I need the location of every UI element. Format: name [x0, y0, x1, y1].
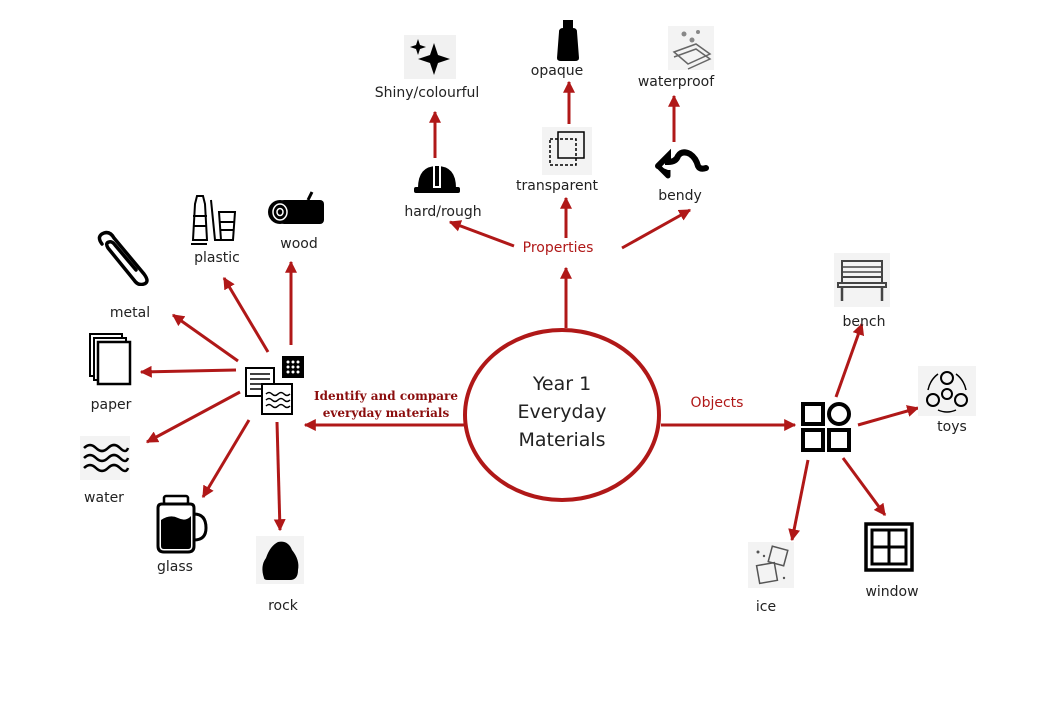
- central-topic-title: Year 1 Everyday Materials: [463, 370, 661, 454]
- central-topic-ellipse: [463, 328, 661, 502]
- shiny-label: Shiny/colourful: [374, 85, 480, 101]
- transparent-square-icon: [542, 127, 592, 175]
- hard-rough-label: hard/rough: [404, 204, 482, 220]
- toys-label: toys: [937, 419, 967, 435]
- arrow-to-ice: [788, 459, 810, 542]
- bench-icon: [834, 253, 890, 307]
- waterproof-icon: [668, 26, 714, 70]
- bendy-label: bendy: [658, 188, 702, 204]
- metal-label: metal: [109, 305, 151, 321]
- paper-sheets-icon: [86, 330, 136, 386]
- arrow-to-metal: [172, 313, 239, 363]
- arrow-to-glass: [201, 419, 251, 499]
- paper-label: paper: [90, 397, 132, 413]
- arrow-to-bendy: [621, 208, 692, 250]
- window-icon: [864, 522, 914, 572]
- water-label: water: [84, 490, 124, 506]
- glass-label: glass: [157, 559, 193, 575]
- hard-hat-icon: [412, 160, 462, 196]
- window-label: window: [865, 584, 919, 600]
- sparkle-icon: [404, 35, 456, 79]
- ice-label: ice: [755, 599, 777, 615]
- plastic-label: plastic: [194, 250, 240, 266]
- identify-line-1: Identify and compare: [314, 389, 458, 403]
- arrow-to-bench: [834, 322, 865, 398]
- fidget-spinner-icon: [918, 366, 976, 416]
- center-line-3: Materials: [518, 429, 606, 451]
- opaque-label: opaque: [530, 63, 584, 79]
- properties-label: Properties: [522, 240, 594, 256]
- rock-label: rock: [268, 598, 298, 614]
- arrow-to-water: [145, 390, 241, 444]
- arrow-to-rock: [273, 421, 286, 532]
- bottle-icon: [553, 18, 583, 62]
- transparent-label: transparent: [516, 178, 598, 194]
- waterproof-label: waterproof: [637, 74, 715, 90]
- rock-icon: [256, 536, 304, 584]
- paperclip-icon: [92, 230, 158, 286]
- plastic-bottles-icon: [187, 190, 239, 248]
- bench-label: bench: [842, 314, 886, 330]
- glass-jar-icon: [150, 494, 210, 554]
- center-line-1: Year 1: [532, 373, 592, 395]
- arrow-to-toys: [857, 405, 920, 427]
- water-waves-icon: [80, 436, 130, 480]
- log-icon: [264, 190, 330, 230]
- bendy-arrow-icon: [654, 148, 712, 184]
- ice-cubes-icon: [748, 542, 794, 588]
- arrow-to-window: [841, 457, 887, 516]
- arrow-to-paper: [139, 365, 237, 378]
- arrow-to-plastic: [222, 276, 270, 353]
- center-line-2: Everyday: [517, 401, 607, 423]
- wood-label: wood: [280, 236, 318, 252]
- materials-hub-icon: [242, 354, 308, 418]
- arrow-to-hard-rough: [448, 220, 515, 248]
- identify-label: Identify and compare everyday materials: [300, 388, 472, 422]
- identify-line-2: everyday materials: [322, 406, 450, 420]
- objects-hub-icon: [797, 398, 857, 456]
- objects-label: Objects: [690, 395, 744, 411]
